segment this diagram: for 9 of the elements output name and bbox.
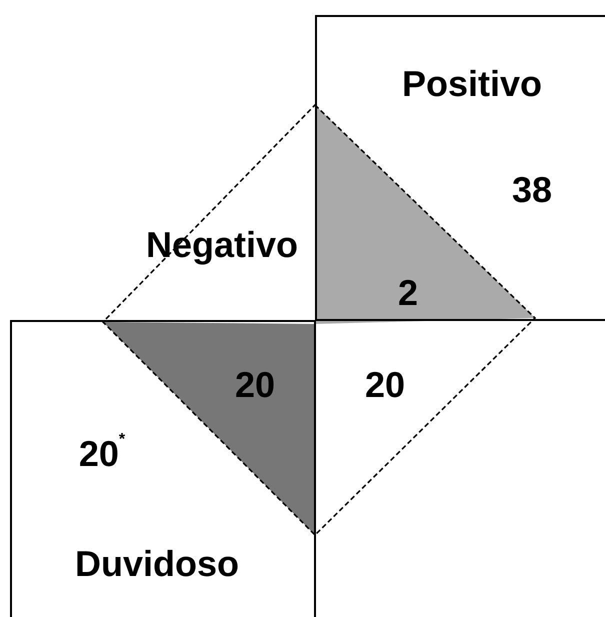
count-value: 2 bbox=[398, 275, 418, 311]
count-value: 38 bbox=[512, 172, 552, 208]
category-box bbox=[10, 320, 316, 617]
category-title: Positivo bbox=[402, 66, 542, 102]
category-box bbox=[315, 15, 605, 321]
category-title: Negativo bbox=[146, 227, 298, 263]
category-title: Duvidoso bbox=[75, 546, 239, 582]
count-value: 20 bbox=[234, 367, 276, 403]
count-value: 20 bbox=[364, 367, 406, 403]
